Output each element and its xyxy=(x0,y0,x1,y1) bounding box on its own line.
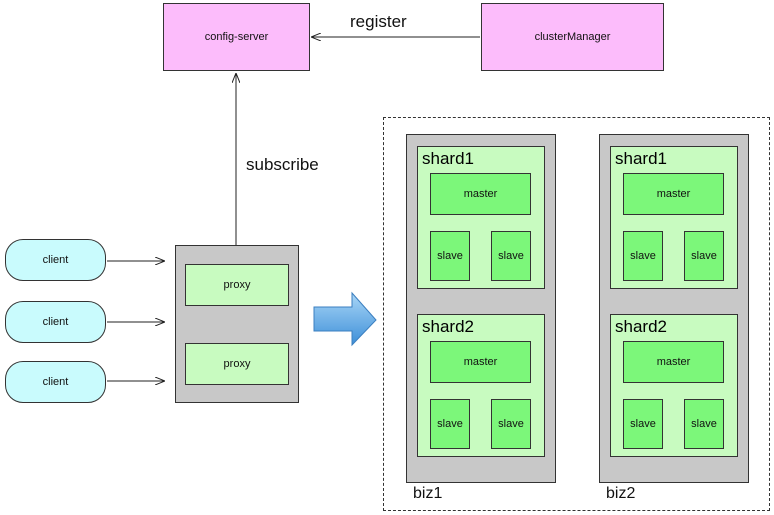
master-label: master xyxy=(463,356,498,368)
shard-title: shard2 xyxy=(615,317,667,336)
cluster-manager-label: clusterManager xyxy=(534,31,611,43)
client-label: client xyxy=(42,316,69,328)
slave-label: slave xyxy=(498,418,524,430)
shard-title: shard1 xyxy=(615,149,667,168)
biz-column: shard1 master slave slave shard2 master … xyxy=(599,134,749,483)
cluster-manager-node: clusterManager xyxy=(481,3,664,71)
master-label: master xyxy=(463,188,498,200)
proxy-label: proxy xyxy=(223,358,251,370)
client-node: client xyxy=(5,239,106,281)
biz-label: biz2 xyxy=(606,485,636,502)
slave-node: slave xyxy=(623,231,663,281)
proxy-group: proxy proxy xyxy=(175,245,299,403)
biz-label: biz1 xyxy=(413,485,443,502)
shard-title: shard2 xyxy=(422,317,474,336)
proxy-node: proxy xyxy=(185,343,289,385)
proxy-label: proxy xyxy=(223,279,251,291)
slave-node: slave xyxy=(491,399,531,449)
client-label: client xyxy=(42,254,69,266)
config-server-label: config-server xyxy=(204,31,269,43)
slave-node: slave xyxy=(430,399,470,449)
slave-label: slave xyxy=(437,250,463,262)
shard-box: shard1 master slave slave xyxy=(610,146,738,289)
config-server-node: config-server xyxy=(163,3,310,71)
slave-label: slave xyxy=(691,418,717,430)
cluster-container xyxy=(383,117,770,511)
shard-box: shard2 master slave slave xyxy=(610,314,738,457)
biz-column: shard1 master slave slave shard2 master … xyxy=(406,134,556,483)
slave-node: slave xyxy=(623,399,663,449)
client-node: client xyxy=(5,301,106,343)
master-label: master xyxy=(656,188,691,200)
client-node: client xyxy=(5,361,106,403)
shard-title: shard1 xyxy=(422,149,474,168)
slave-label: slave xyxy=(630,418,656,430)
slave-node: slave xyxy=(491,231,531,281)
master-node: master xyxy=(430,173,531,215)
slave-label: slave xyxy=(437,418,463,430)
slave-node: slave xyxy=(684,231,724,281)
flow-arrow-icon xyxy=(313,291,377,347)
client-label: client xyxy=(42,376,69,388)
slave-label: slave xyxy=(498,250,524,262)
master-node: master xyxy=(623,341,724,383)
slave-label: slave xyxy=(691,250,717,262)
shard-box: shard1 master slave slave xyxy=(417,146,545,289)
register-edge-label: register xyxy=(350,12,407,31)
subscribe-edge-label: subscribe xyxy=(246,155,319,174)
master-node: master xyxy=(623,173,724,215)
master-label: master xyxy=(656,356,691,368)
slave-label: slave xyxy=(630,250,656,262)
shard-box: shard2 master slave slave xyxy=(417,314,545,457)
master-node: master xyxy=(430,341,531,383)
slave-node: slave xyxy=(430,231,470,281)
slave-node: slave xyxy=(684,399,724,449)
proxy-node: proxy xyxy=(185,264,289,306)
